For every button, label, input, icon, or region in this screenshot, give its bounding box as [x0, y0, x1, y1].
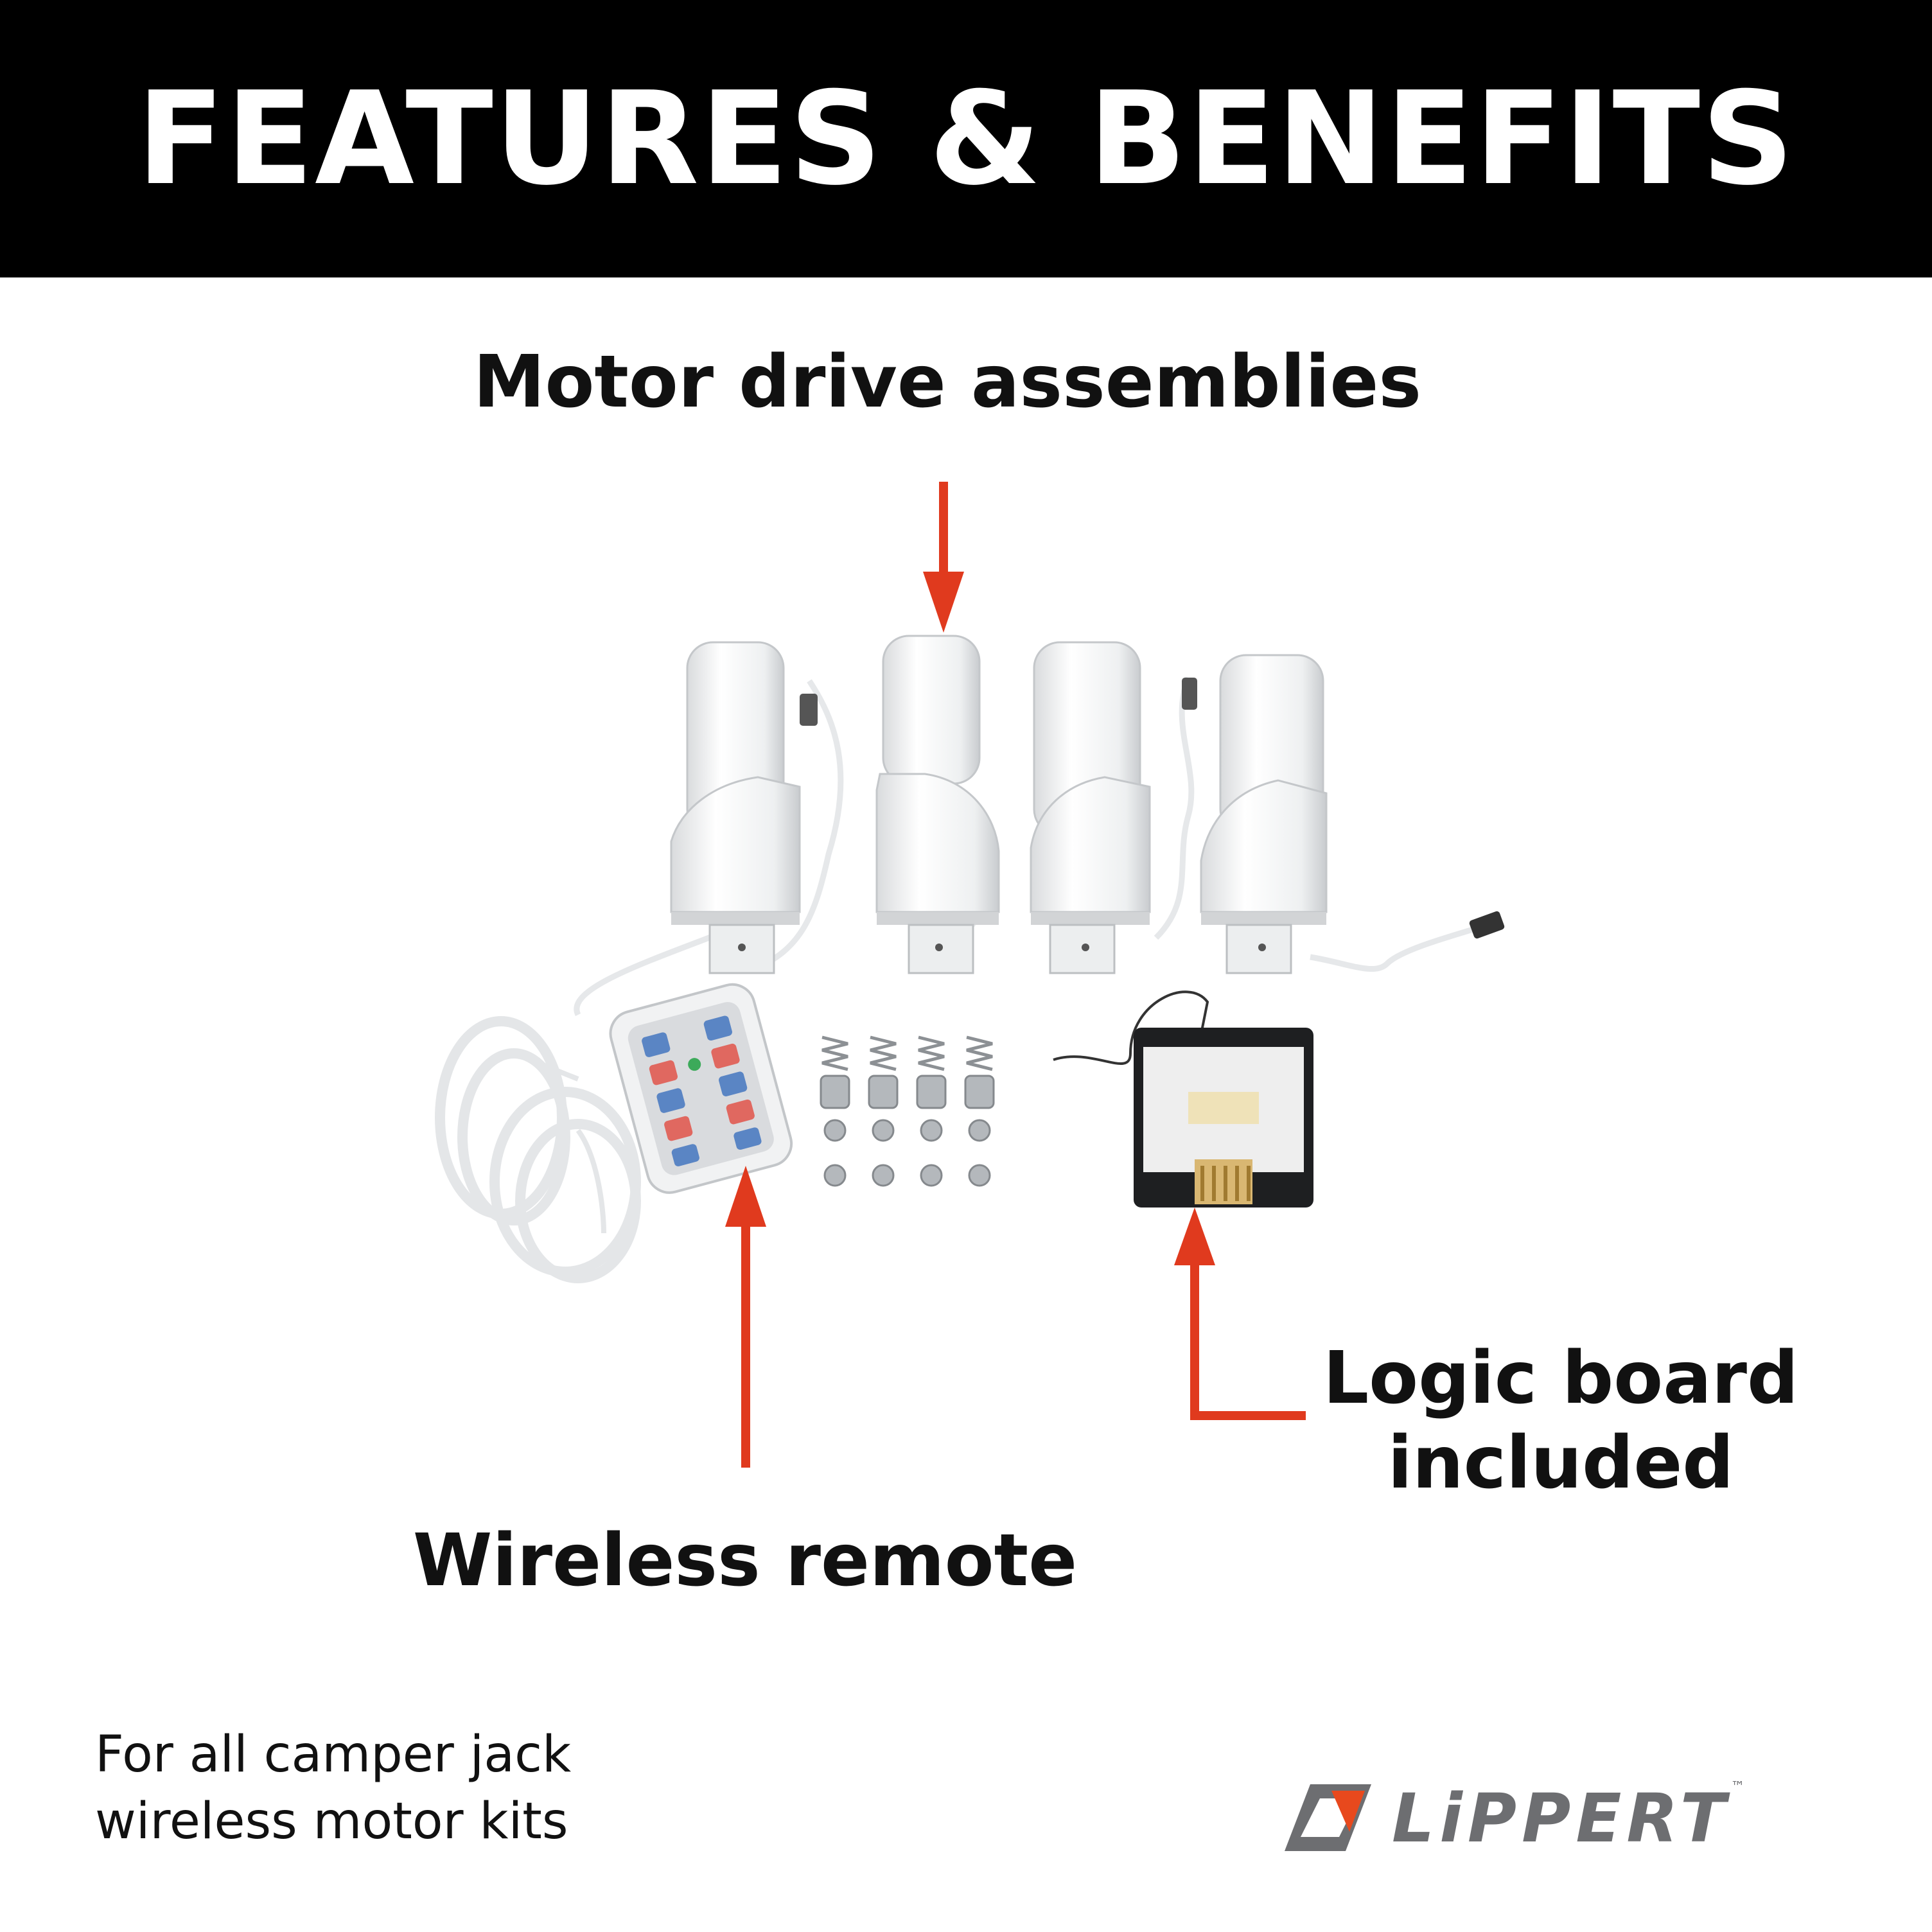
coiled-cords — [435, 1016, 641, 1283]
compatibility-note: For all camper jack wireless motor kits — [95, 1721, 571, 1855]
header-banner: FEATURES & BENEFITS — [0, 0, 1932, 277]
lippert-logo: LiPPERT™ — [1275, 1773, 1853, 1863]
mounting-hardware — [820, 1035, 995, 1187]
down-arrow-icon — [923, 482, 964, 633]
motor-drive-assembly-3 — [1030, 641, 1151, 974]
logic-board — [1053, 990, 1313, 1208]
lippert-wordmark-text: LiPPERT — [1392, 1779, 1731, 1857]
trademark-symbol: ™ — [1730, 1779, 1750, 1795]
compatibility-note-line-2: wireless motor kits — [95, 1793, 568, 1850]
motor-drive-assembly-2 — [875, 635, 1000, 974]
logic-board-label-line-2: included — [1387, 1421, 1734, 1505]
page-title: FEATURES & BENEFITS — [136, 64, 1796, 214]
lippert-wordmark: LiPPERT™ — [1392, 1779, 1750, 1857]
motor-drive-assembly-1 — [574, 641, 844, 1017]
elbow-arrow-icon — [1174, 1208, 1306, 1420]
wireless-remote-label: Wireless remote — [412, 1519, 1078, 1603]
logic-board-label: Logic board included — [1304, 1336, 1818, 1506]
compatibility-note-line-1: For all camper jack — [95, 1726, 572, 1784]
motor-drive-assembly-4 — [1154, 654, 1505, 974]
up-arrow-icon — [725, 1166, 766, 1468]
wireless-remote — [609, 983, 793, 1194]
motor-drive-label: Motor drive assemblies — [473, 340, 1421, 424]
remote-buttons — [642, 1015, 762, 1166]
lippert-logo-icon — [1285, 1784, 1371, 1851]
logic-board-label-line-1: Logic board — [1322, 1337, 1799, 1420]
